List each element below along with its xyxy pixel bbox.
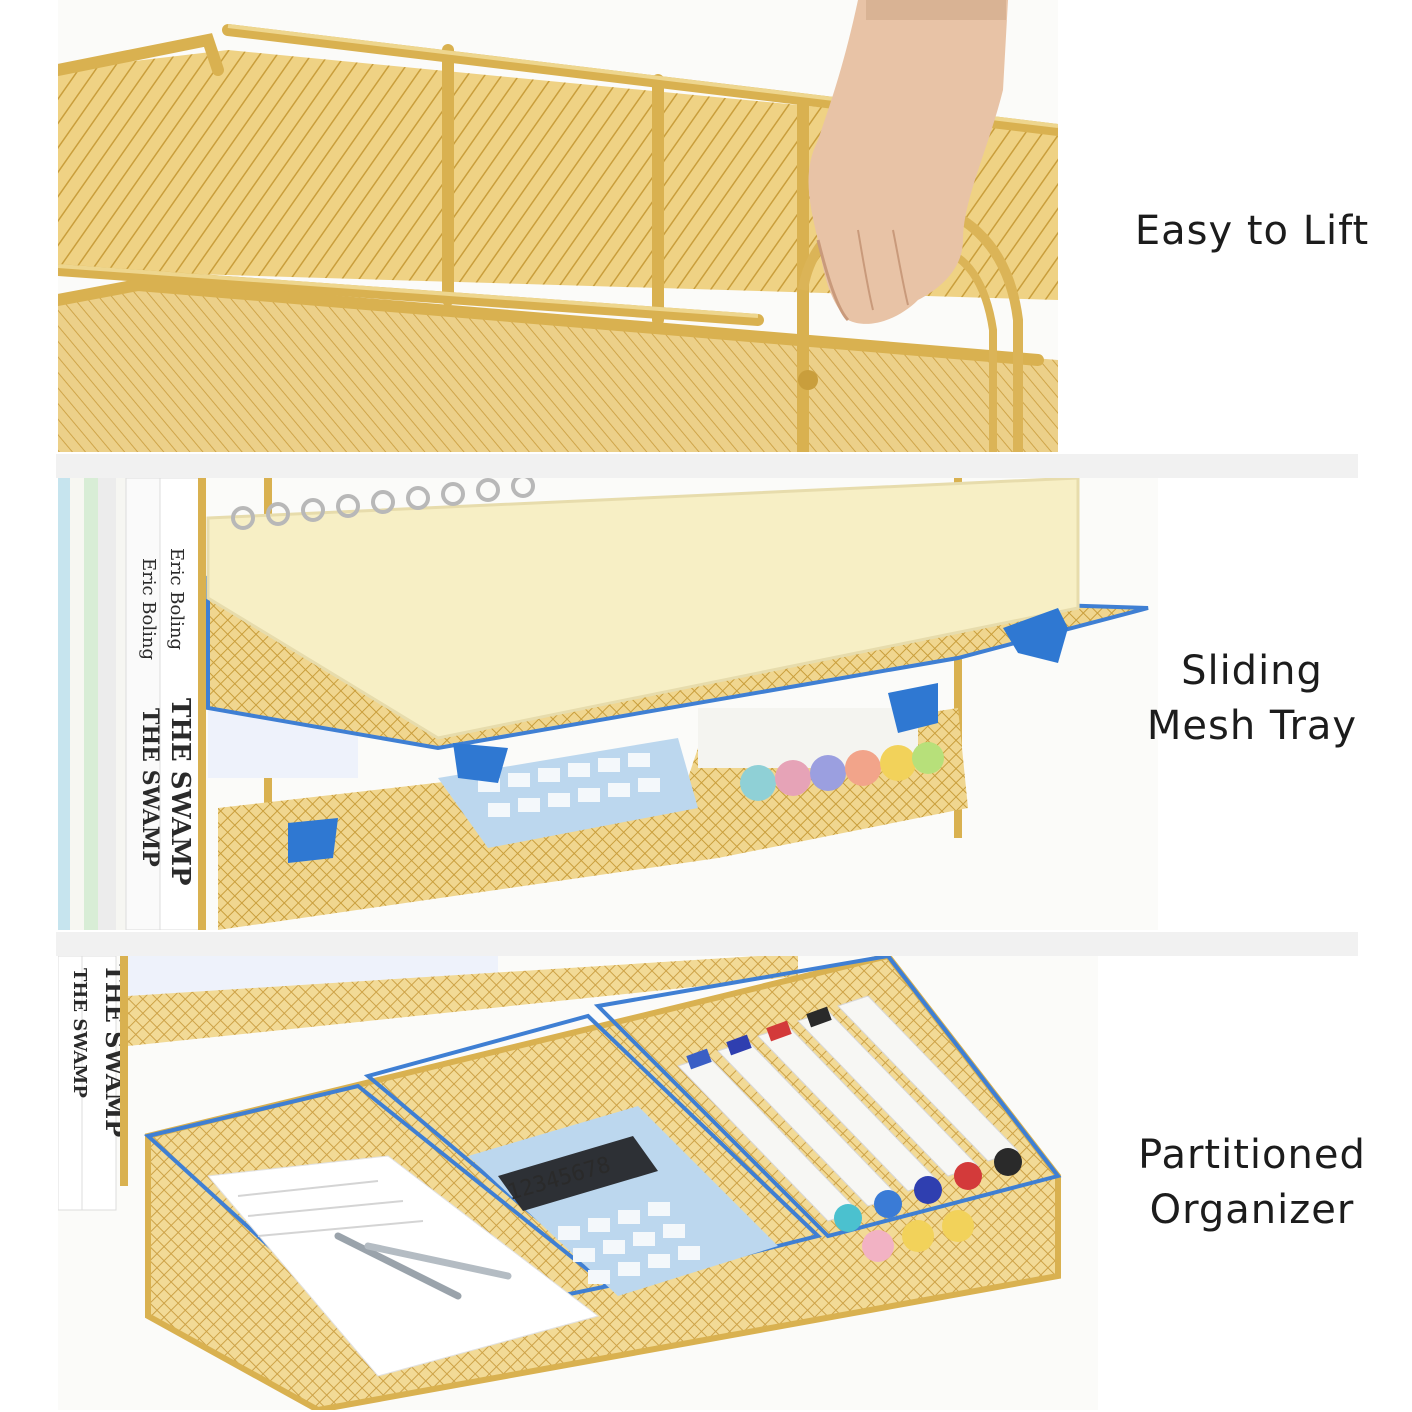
calculator: 12345678 xyxy=(468,1106,778,1296)
book-title-spine: THE SWAMP xyxy=(69,968,90,1098)
section-divider xyxy=(56,932,1358,956)
caption-line: Easy to Lift xyxy=(1134,208,1370,254)
book-author-spine: Eric Boling xyxy=(166,548,187,650)
sliding-tray-illustration: Eric Boling Eric Boling THE SWAMP THE SW… xyxy=(58,478,1149,930)
book-title-spine: THE SWAMP xyxy=(165,698,195,886)
partitioned-organizer-illustration: THE SWAMP THE SWAMP xyxy=(58,956,1062,1410)
hand-lifting xyxy=(808,0,1008,324)
pens xyxy=(334,1232,512,1300)
slide-direction-arrows xyxy=(288,608,1068,863)
books-upper: THE SWAMP THE SWAMP xyxy=(58,956,129,1211)
book-title-spine: THE SWAMP xyxy=(137,708,163,867)
lift-illustration xyxy=(58,0,1058,452)
caption-line: Sliding xyxy=(1181,648,1323,694)
panel-easy-to-lift xyxy=(58,0,1058,452)
calculator-in-drawer xyxy=(438,738,698,848)
section-divider xyxy=(56,454,1358,478)
caption-line: Partitioned xyxy=(1138,1132,1366,1178)
markers-in-drawer xyxy=(698,708,944,801)
notebook xyxy=(206,478,1080,740)
panel-sliding-mesh-tray: Eric Boling Eric Boling THE SWAMP THE SW… xyxy=(58,478,1158,930)
book-author-spine: Eric Boling xyxy=(138,558,159,660)
caption-line: Mesh Tray xyxy=(1146,703,1358,749)
caption-sliding-mesh-tray: Sliding Mesh Tray xyxy=(1102,644,1402,754)
caption-line: Organizer xyxy=(1149,1187,1355,1233)
caption-partitioned-organizer: Partitioned Organizer xyxy=(1102,1128,1402,1238)
notebook-spiral xyxy=(231,478,535,530)
caption-easy-to-lift: Easy to Lift xyxy=(1102,204,1402,259)
markers xyxy=(677,995,1022,1262)
sliding-tray xyxy=(206,478,1149,751)
panel-partitioned-organizer: THE SWAMP THE SWAMP xyxy=(58,956,1098,1410)
books: Eric Boling Eric Boling THE SWAMP THE SW… xyxy=(58,478,201,930)
